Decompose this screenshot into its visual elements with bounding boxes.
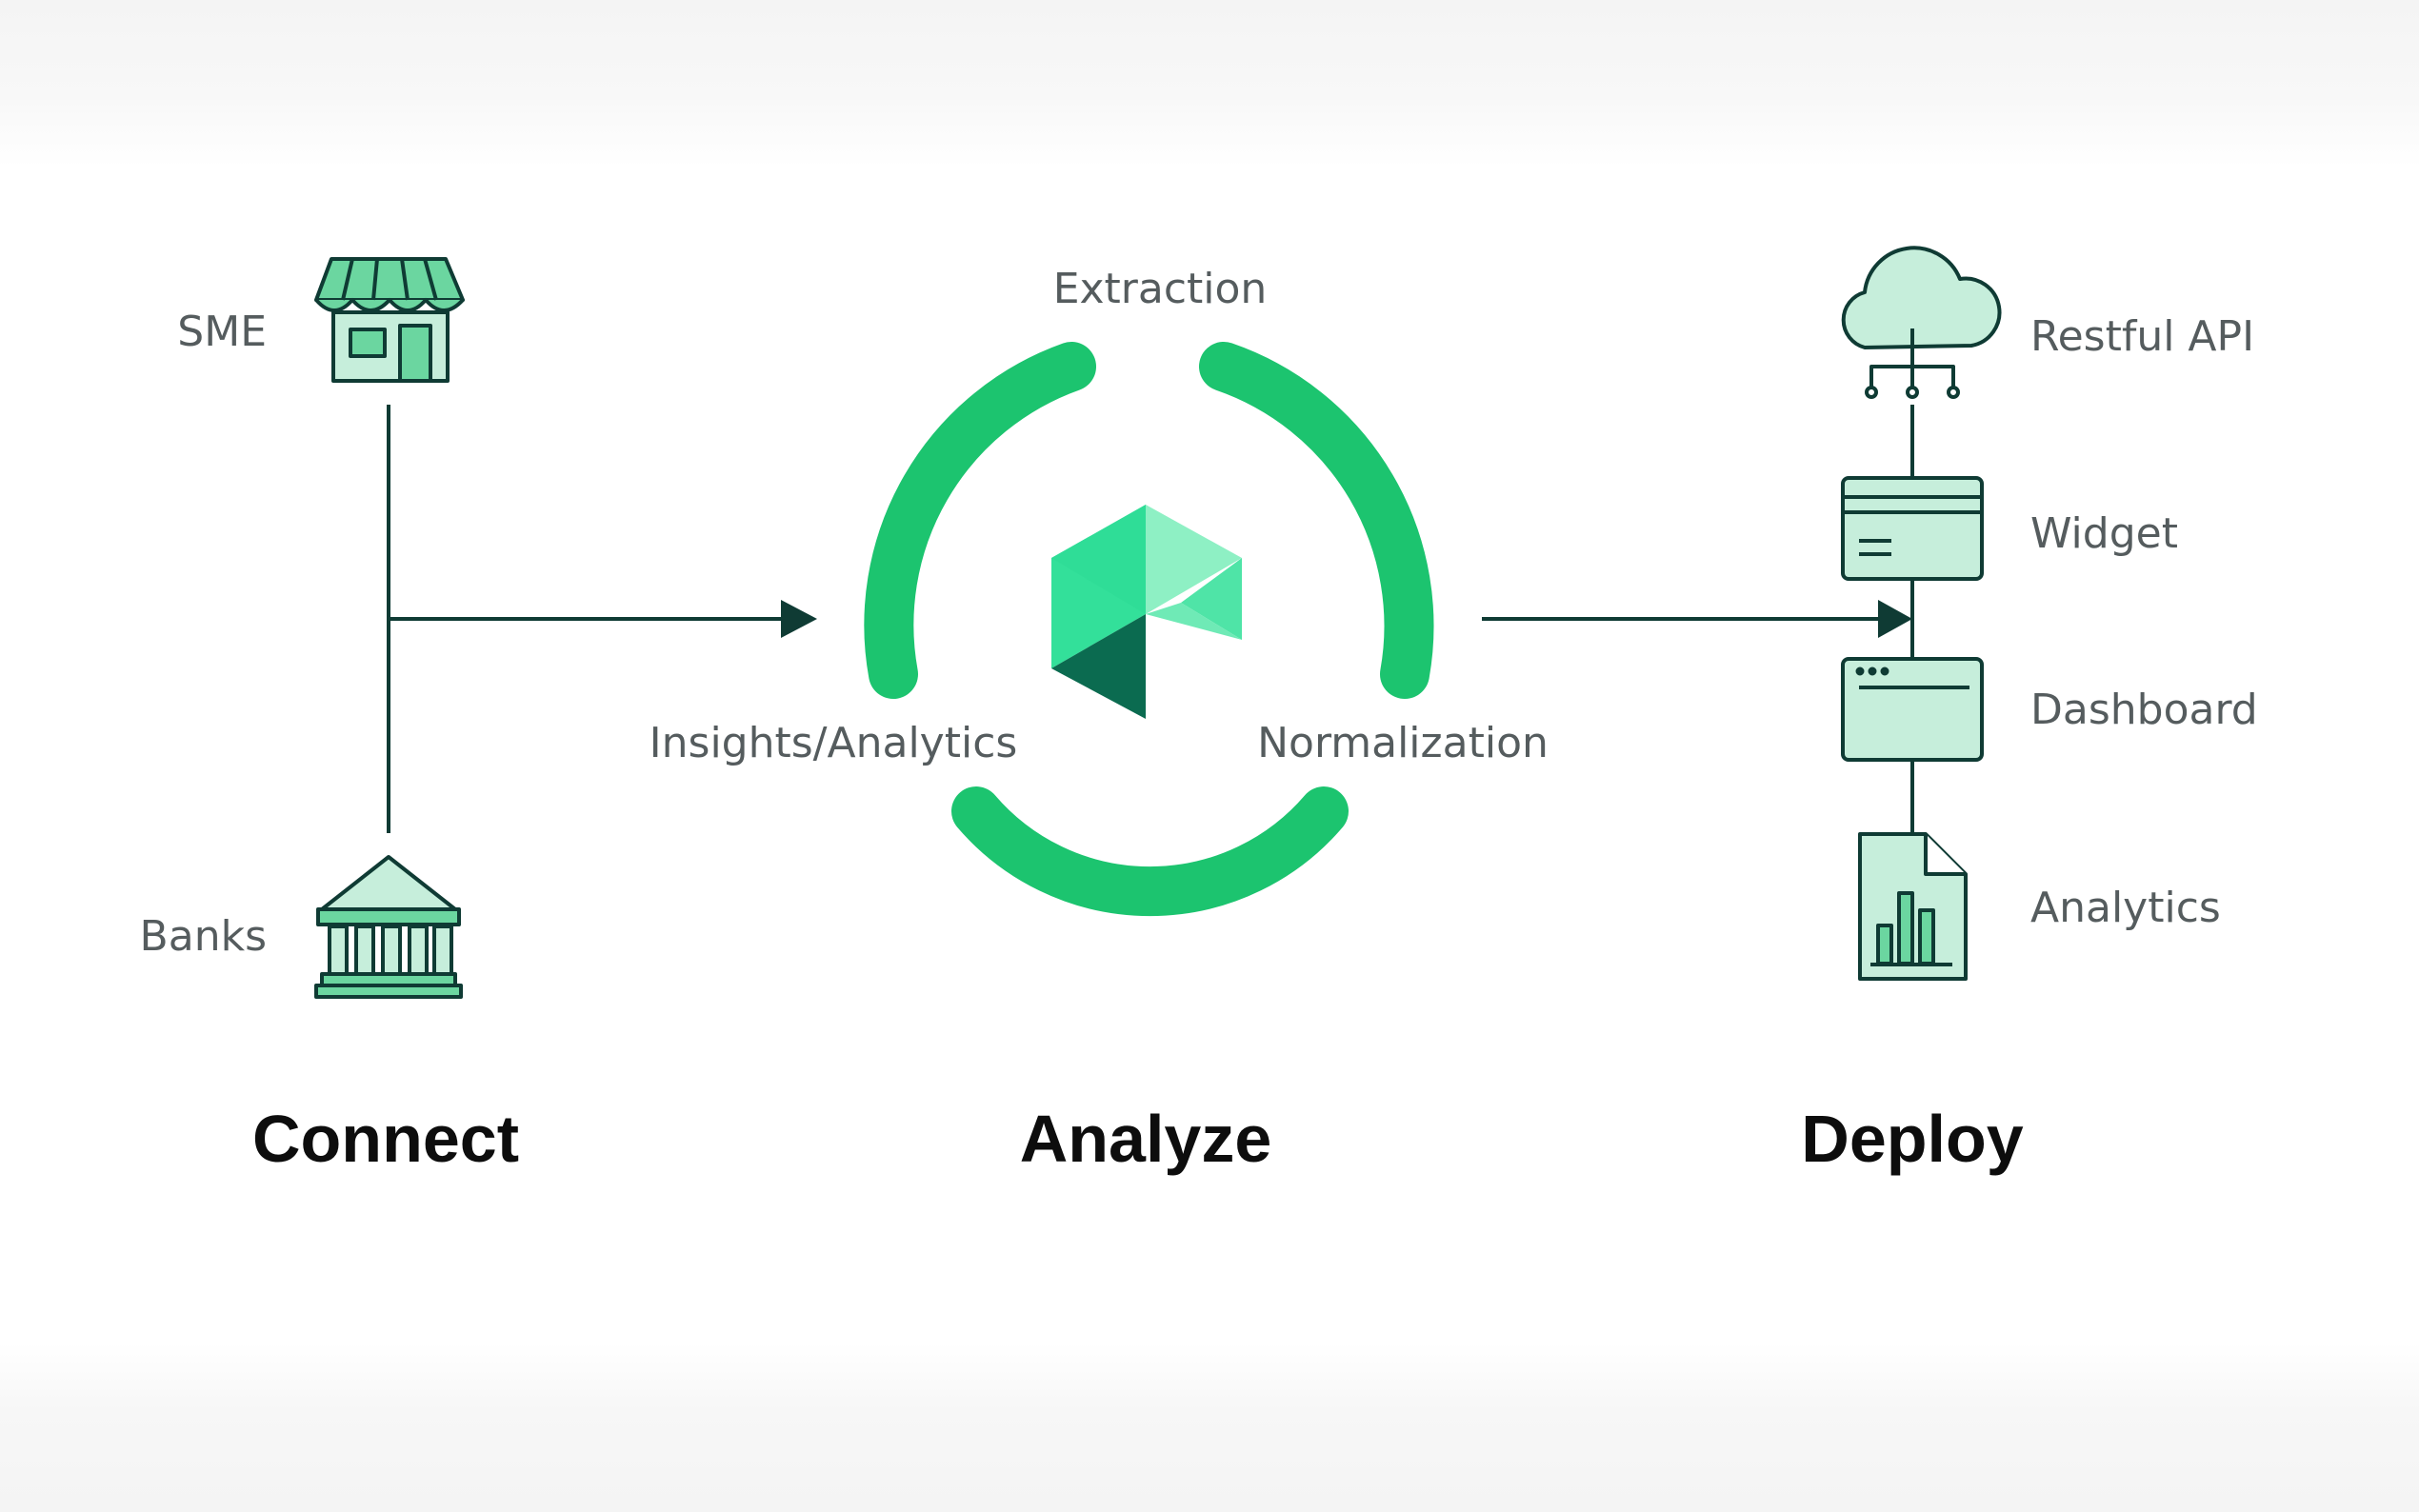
- analytics-report-icon: [1858, 832, 1968, 981]
- analyze-arrowhead: [1878, 600, 1912, 638]
- analyze-section: Extraction Normalization Insights/Analyt…: [650, 265, 1912, 1176]
- output-label-widget: Widget: [2030, 509, 2178, 558]
- step-label-extraction: Extraction: [1053, 265, 1268, 313]
- storefront-icon: [314, 257, 465, 383]
- output-label-dashboard: Dashboard: [2030, 686, 2258, 734]
- ring-segment-bottom: [951, 786, 1349, 917]
- cube-logo: [1051, 505, 1242, 719]
- step-label-insights-analytics: Insights/Analytics: [650, 719, 1018, 767]
- ring-segment-left: [864, 342, 1096, 699]
- connect-section: SME Banks Connect: [140, 257, 817, 1176]
- analyze-heading: Analyze: [1020, 1102, 1272, 1176]
- source-label-sme: SME: [177, 308, 267, 356]
- deploy-section: Restful API Widget Dashboard: [1801, 246, 2258, 1176]
- step-label-normalization: Normalization: [1257, 719, 1549, 767]
- dashboard-icon: [1841, 657, 1984, 762]
- bank-icon: [314, 855, 463, 999]
- deploy-heading: Deploy: [1801, 1102, 2023, 1176]
- bottom-background-band: [0, 1343, 2419, 1512]
- top-background-band: [0, 0, 2419, 167]
- source-label-banks: Banks: [140, 912, 267, 961]
- ring-segment-right: [1199, 342, 1434, 699]
- output-label-restful-api: Restful API: [2030, 312, 2254, 361]
- cloud-api-icon: [1841, 246, 2002, 399]
- connect-heading: Connect: [252, 1102, 519, 1176]
- output-label-analytics: Analytics: [2030, 884, 2221, 932]
- widget-icon: [1841, 476, 1984, 581]
- connect-arrowhead: [781, 600, 817, 638]
